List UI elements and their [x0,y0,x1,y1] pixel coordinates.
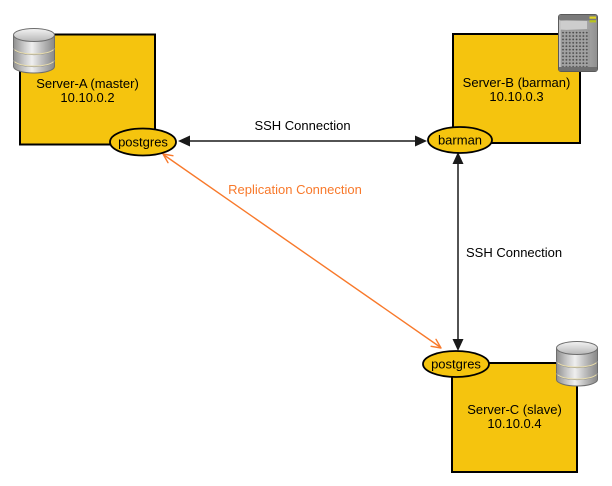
server-icon [558,14,598,72]
postgres-a-label: postgres [118,135,168,150]
server-a-title: Server-A (master) [36,76,139,91]
ssh-b-c-label: SSH Connection [466,245,562,260]
ssh-a-b-label: SSH Connection [254,118,350,133]
server-c-box [451,362,578,473]
postgres-c-label: postgres [431,357,481,372]
replication-line [163,154,441,348]
process-barman: barman [427,126,493,154]
process-postgres-a: postgres [109,127,177,157]
connection-ssh-a-b: SSH Connection [178,118,427,147]
node-server-c: Server-C (slave) 10.10.0.4 [451,340,599,473]
server-a-ip: 10.10.0.2 [60,90,114,105]
server-b-ip: 10.10.0.3 [489,89,543,104]
process-postgres-c: postgres [422,350,490,378]
postgres-c-ellipse [422,350,490,378]
server-c-title: Server-C (slave) [467,402,562,417]
connection-ssh-b-c: SSH Connection [452,152,562,351]
node-server-a: Server-A (master) 10.10.0.2 [12,27,156,146]
postgres-a-ellipse [109,127,177,157]
arrowhead-up [452,152,464,164]
server-b-title: Server-B (barman) [463,75,571,90]
connection-replication-a-c: Replication Connection [162,153,442,349]
arrowhead-left [178,135,190,147]
database-icon [555,340,599,387]
replication-label: Replication Connection [228,182,362,197]
database-icon [12,27,56,74]
node-server-b: Server-B (barman) 10.10.0.3 [452,14,598,144]
barman-label: barman [438,133,482,148]
server-c-ip: 10.10.0.4 [487,416,541,431]
arrowhead-open-downright [430,338,442,349]
arrowhead-open-upleft [162,153,174,164]
arrowhead-right [415,135,427,147]
arrowhead-down [452,339,464,351]
barman-ellipse [427,126,493,154]
